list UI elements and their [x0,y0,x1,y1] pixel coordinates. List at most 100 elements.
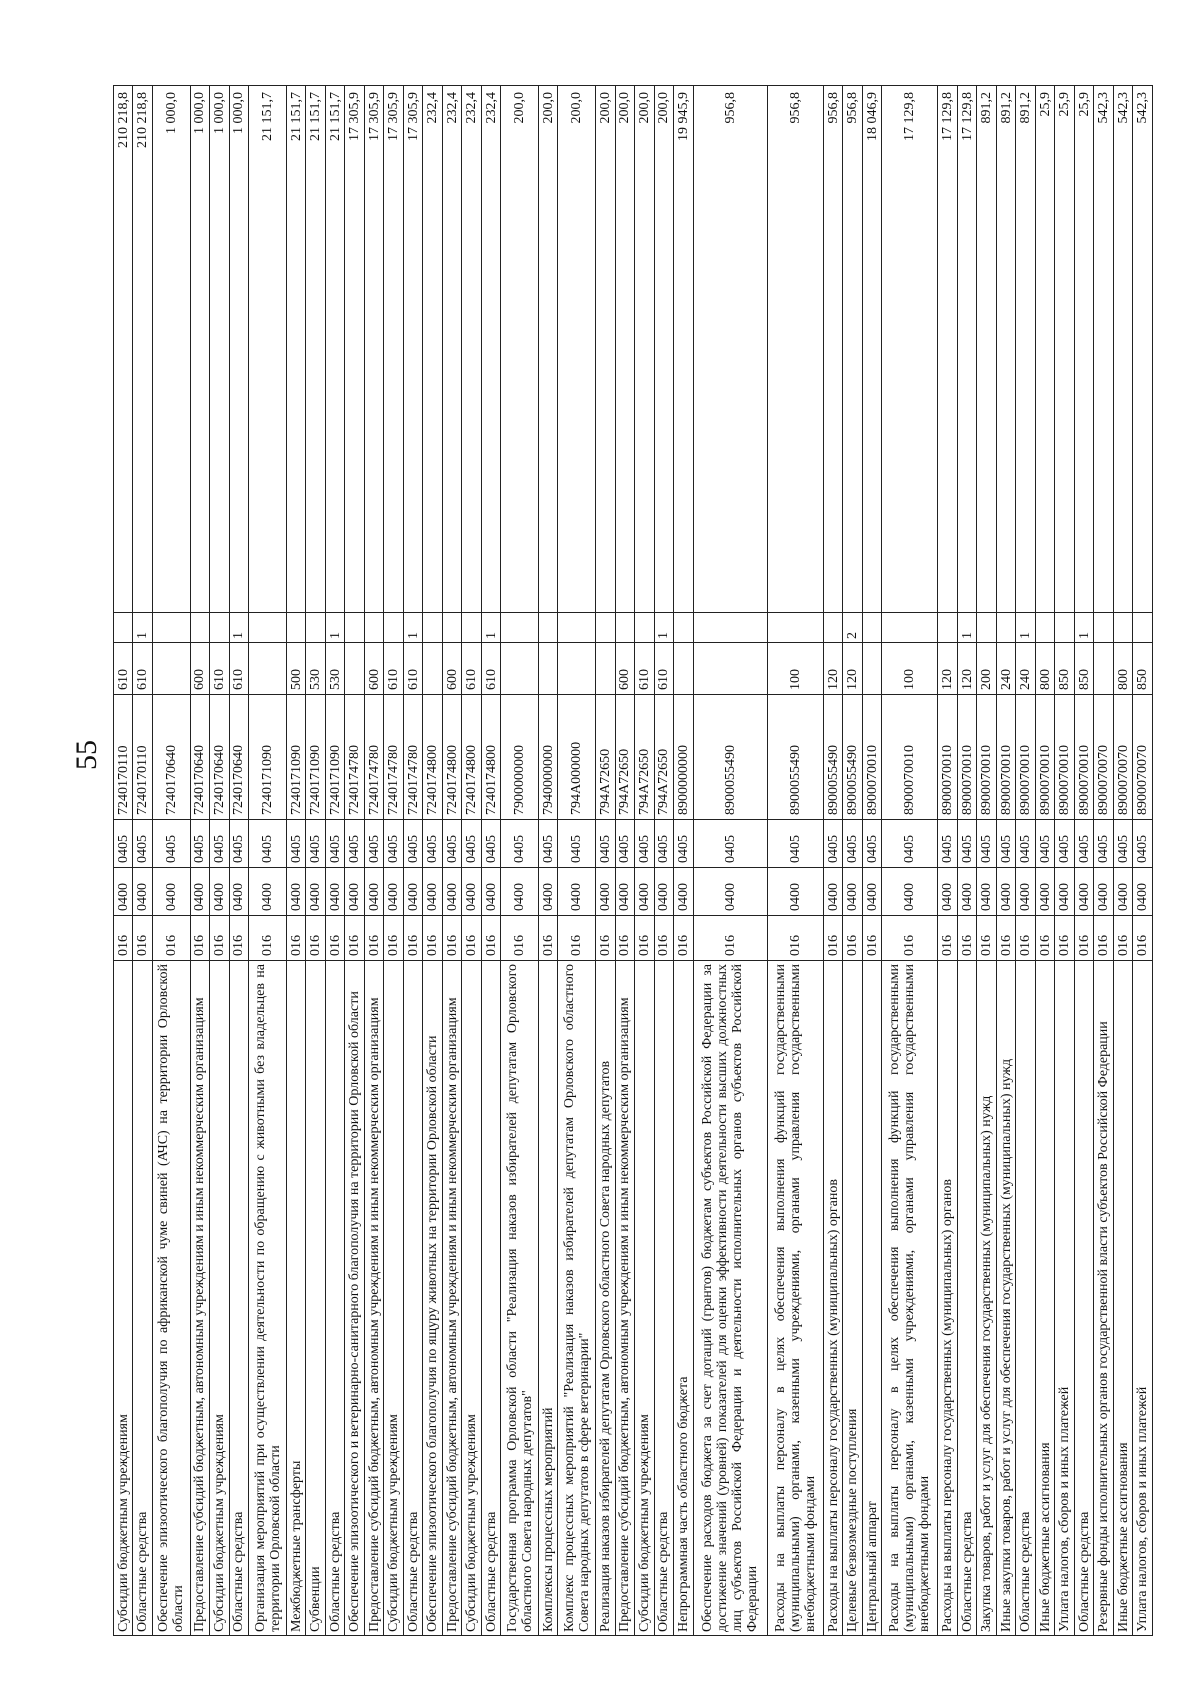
row-rz: 0400 [823,867,843,916]
row-note [248,612,287,643]
row-name: Расходы на выплаты персоналу государстве… [823,960,843,1636]
row-cs: 7240174800 [422,694,443,820]
row-vr [344,642,365,695]
row-note: 1 [481,612,501,643]
row-vr: 600 [190,642,210,695]
row-amount: 210 218,8 [113,85,133,613]
row-note [383,612,404,643]
row-rz: 0400 [286,867,306,916]
row-vr: 530 [325,642,345,695]
row-vr: 610 [634,642,655,695]
row-cs: 8900070070 [1093,694,1114,820]
row-note [881,612,938,643]
row-vr: 500 [286,642,306,695]
row-note [152,612,191,643]
row-rz: 0400 [595,867,616,916]
row-vr: 610 [481,642,501,695]
row-pr: 0405 [693,819,768,868]
row-name: Резервные фонды исполнительных органов г… [1093,960,1114,1636]
row-rz: 0400 [1132,867,1153,916]
row-gr: 016 [325,915,345,961]
row-cs: 7240170640 [229,694,249,820]
row-rz: 0400 [481,867,501,916]
row-gr: 016 [654,915,674,961]
row-amount: 891,2 [1015,85,1036,613]
row-vr: 100 [881,642,938,695]
row-amount: 891,2 [976,85,997,613]
row-vr [248,642,287,695]
row-pr: 0405 [842,819,863,868]
row-amount: 956,8 [767,85,824,613]
row-note: 2 [842,612,863,643]
row-name: Областные средства [654,960,674,1636]
row-note [1132,612,1153,643]
row-name: Предоставление субсидий бюджетным, автон… [442,960,462,1636]
table-row: Расходы на выплаты персоналу в целях обе… [767,85,824,1636]
row-note [1113,612,1133,643]
row-rz: 0400 [152,867,191,916]
row-note [615,612,635,643]
row-rz: 0400 [190,867,210,916]
row-pr: 0405 [1093,819,1114,868]
row-note: 1 [403,612,423,643]
row-vr: 600 [442,642,462,695]
row-pr: 0405 [325,819,345,868]
row-amount: 200,0 [538,85,558,613]
table-row: Комплекс процессных мероприятий "Реализа… [557,85,596,1636]
row-pr: 0405 [229,819,249,868]
row-pr: 0405 [673,819,694,868]
row-gr: 016 [1035,915,1055,961]
row-cs: 7240170640 [209,694,230,820]
row-amount: 1 000,0 [190,85,210,613]
row-rz: 0400 [1054,867,1075,916]
row-pr: 0405 [422,819,443,868]
row-pr: 0405 [113,819,133,868]
row-cs: 8900070010 [881,694,938,820]
table-row: Закупка товаров, работ и услуг для обесп… [976,85,997,1636]
row-rz: 0400 [403,867,423,916]
row-gr: 016 [862,915,882,961]
row-note: 1 [229,612,249,643]
row-cs: 8900070070 [1132,694,1153,820]
row-pr: 0405 [1113,819,1133,868]
row-cs: 8900055490 [842,694,863,820]
row-note [557,612,596,643]
row-cs: 7240174800 [481,694,501,820]
row-note [634,612,655,643]
row-vr: 240 [1015,642,1036,695]
row-note [461,612,482,643]
row-amount: 1 000,0 [229,85,249,613]
row-cs: 7240174780 [364,694,384,820]
row-pr: 0405 [383,819,404,868]
row-vr [422,642,443,695]
row-name: Обеспечение эпизоотического благополучия… [422,960,443,1636]
row-vr: 610 [132,642,153,695]
table-row: Обеспечение эпизоотического и ветеринарн… [344,85,365,1636]
row-note [1054,612,1075,643]
row-vr [693,642,768,695]
row-amount: 956,8 [823,85,843,613]
row-rz: 0400 [229,867,249,916]
row-vr: 610 [461,642,482,695]
row-name: Субсидии бюджетным учреждениям [634,960,655,1636]
row-gr: 016 [538,915,558,961]
row-vr: 850 [1132,642,1153,695]
row-cs: 7240170640 [190,694,210,820]
table-row: Расходы на выплаты персоналу в целях обе… [881,85,938,1636]
row-rz: 0400 [442,867,462,916]
row-amount: 21 151,7 [305,85,326,613]
row-name: Непрограммная часть областного бюджета [673,960,694,1636]
row-gr: 016 [1113,915,1133,961]
row-gr: 016 [209,915,230,961]
row-name: Иные бюджетные ассигнования [1113,960,1133,1636]
row-amount: 17 305,9 [344,85,365,613]
